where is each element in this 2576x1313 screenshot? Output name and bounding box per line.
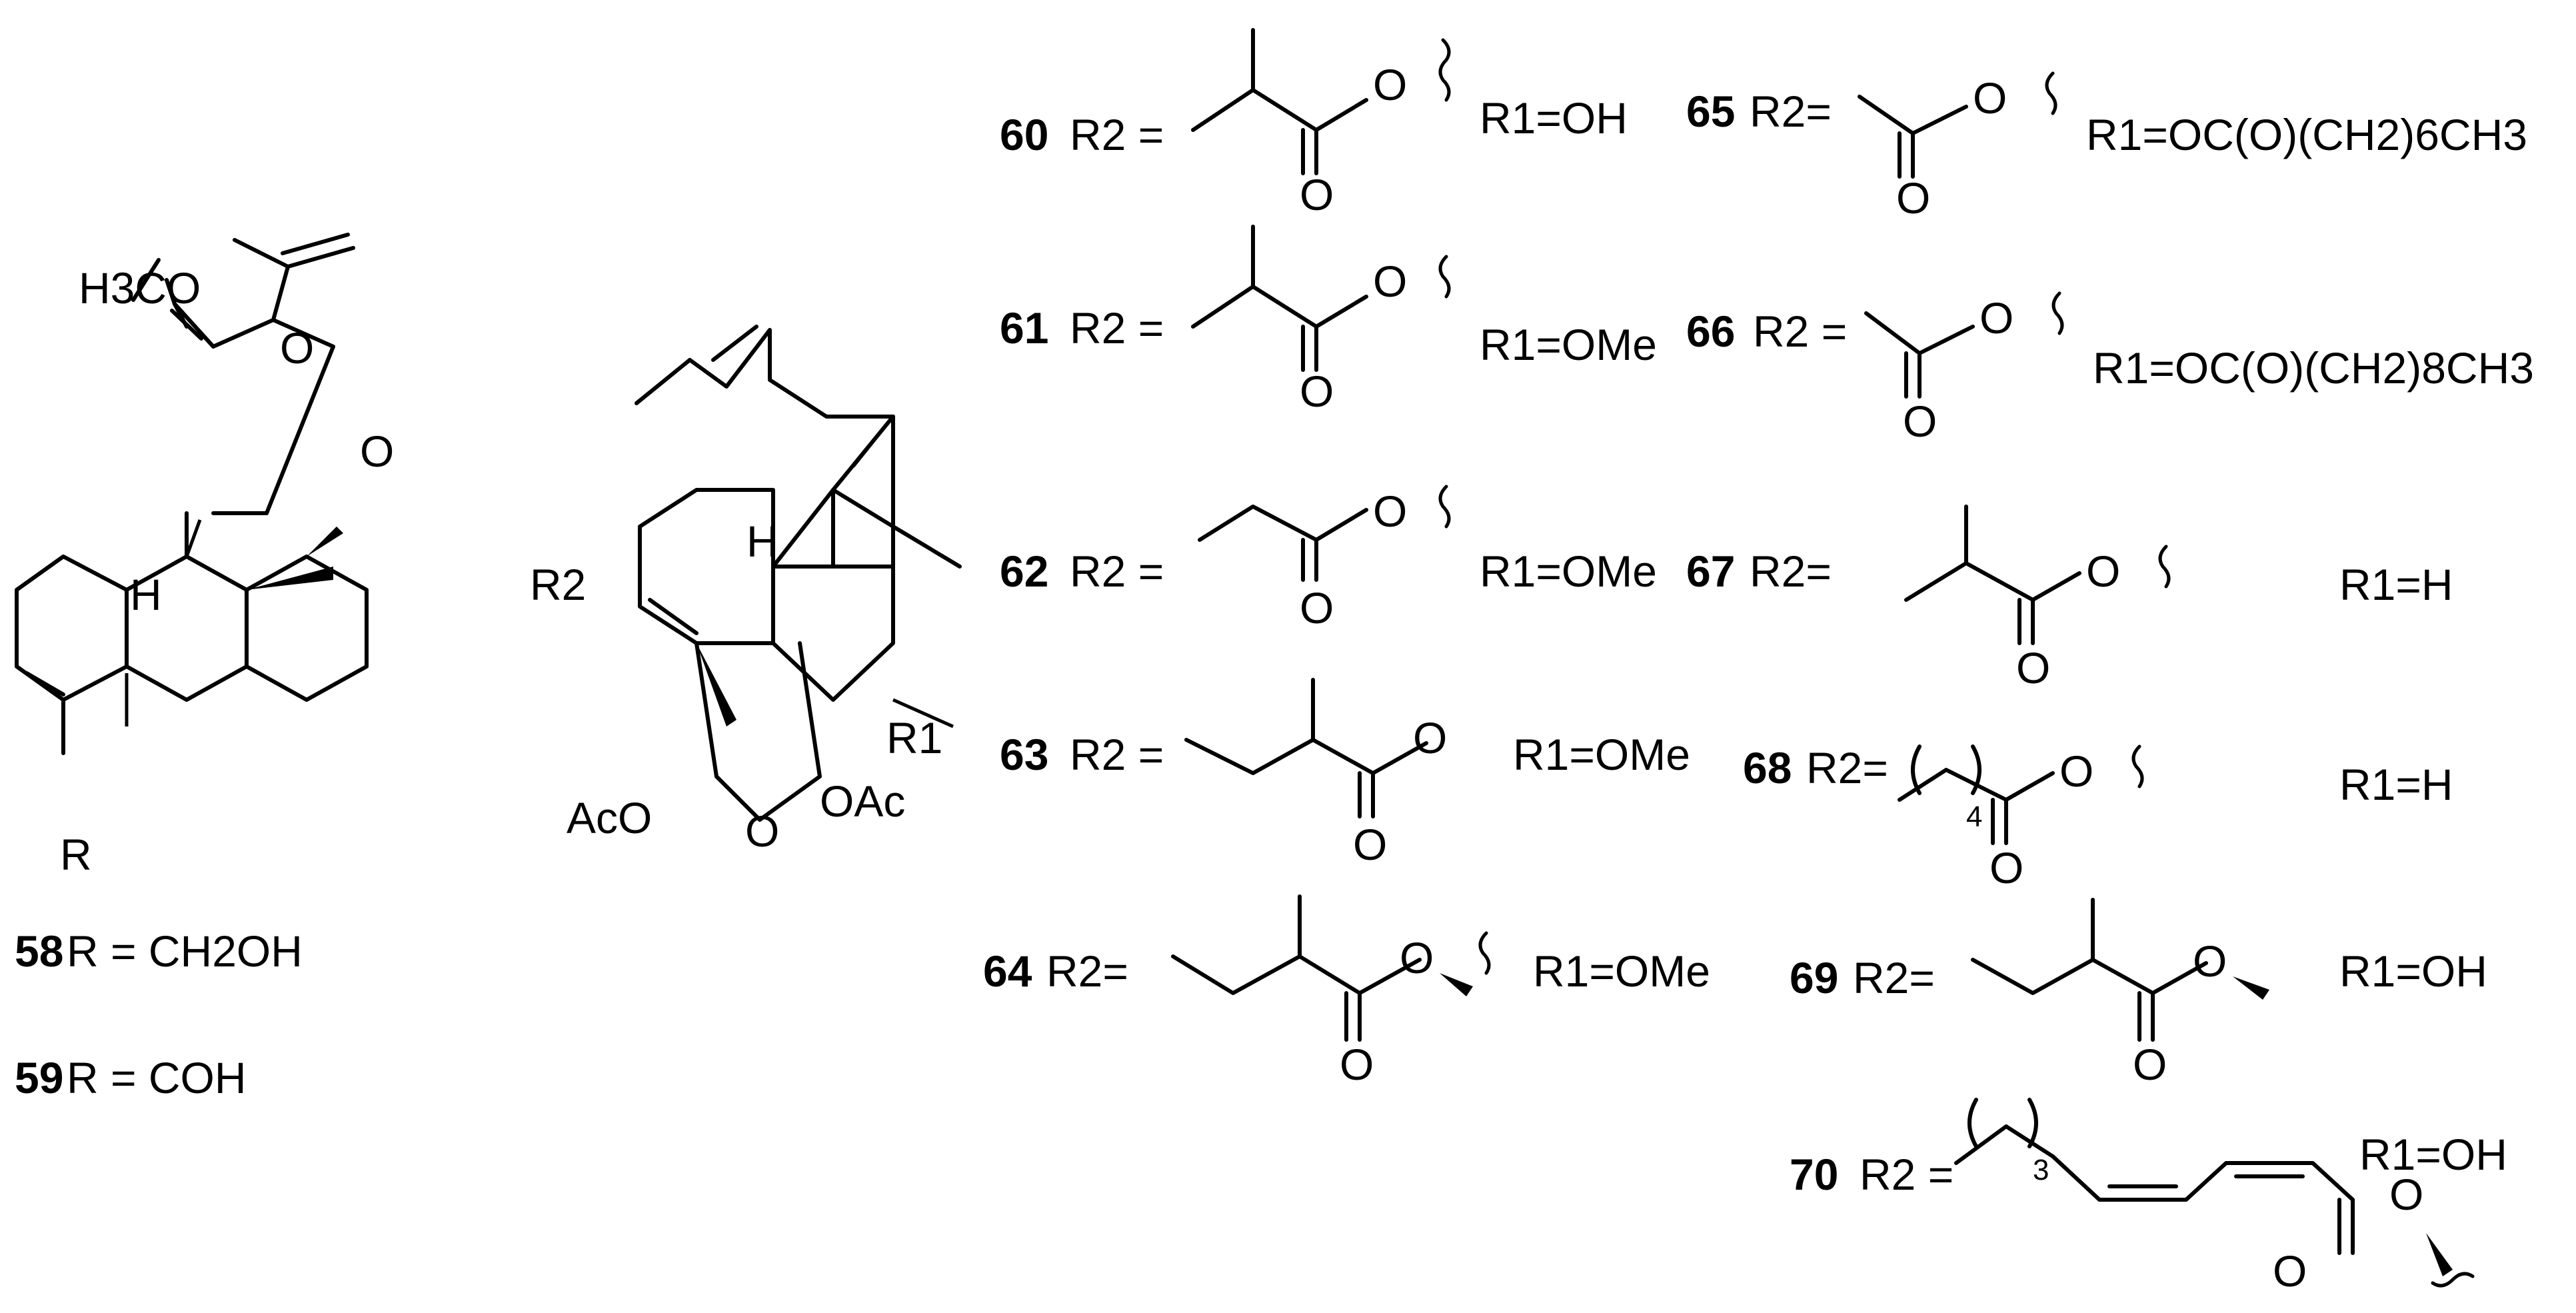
oxygen-label: O <box>1903 397 1937 446</box>
compound-60: 60 R2 = O O R1=OH <box>1000 28 1628 219</box>
r1-value: R1=OMe <box>1480 547 1657 596</box>
methoxy-label: H3CO <box>79 263 201 313</box>
r2-prefix: R2 = <box>1070 303 1164 353</box>
r2-prefix: R2= <box>1750 87 1832 136</box>
compound-number: 62 <box>1000 547 1048 596</box>
compound-68: 68 R2= 4 O O R1=H <box>1743 743 2453 892</box>
oxygen-label: O <box>1373 60 1407 109</box>
oxygen-label: O <box>1896 173 1930 223</box>
compound-number: 65 <box>1686 87 1735 136</box>
compound-number: 60 <box>1000 110 1048 159</box>
oxygen-label: O <box>2059 746 2093 796</box>
oxygen-label: O <box>1413 713 1447 762</box>
compound-64: 64 R2= O O R1=OMe <box>983 894 1710 1089</box>
oxygen-label: O <box>1340 1040 1374 1089</box>
compound-number: 61 <box>1000 303 1048 353</box>
r1-value: R1=OMe <box>1480 320 1657 369</box>
compound-number: 64 <box>983 946 1032 996</box>
r1-value: R1=OC(O)(CH2)8CH3 <box>2093 343 2534 393</box>
compound-70: 70 R2 = 3 O O R1=OH <box>1790 1098 2507 1296</box>
oxygen-label: O <box>2193 936 2227 986</box>
compound-63: 63 R2 = O O R1=OMe <box>1000 678 1690 869</box>
r1-value: R1=OH <box>2339 946 2487 996</box>
r1-value: R1=H <box>2339 560 2453 609</box>
lactone-ring-oxygen: O <box>280 323 314 373</box>
r1-value: R1=OH <box>2359 1130 2507 1179</box>
oxygen-label: O <box>1400 933 1434 982</box>
oxygen-label: O <box>2016 643 2050 692</box>
compound-substituent: R = COH <box>67 1053 247 1102</box>
compound-61: 61 R2 = O O R1=OMe <box>1000 225 1657 416</box>
r2-prefix: R2 = <box>1860 1150 1953 1199</box>
repeat-count: 4 <box>1966 800 1982 833</box>
ring-oxygen: O <box>745 806 779 856</box>
compound-67: 67 R2= O O R1=H <box>1686 505 2453 692</box>
r2-prefix: R2= <box>1853 953 1935 1002</box>
r1-value: R1=OMe <box>1513 730 1690 779</box>
compound-number: 68 <box>1743 743 1792 792</box>
structure-58-59: H3CO O O H R <box>15 233 394 879</box>
r2-prefix: R2 = <box>1753 307 1847 356</box>
compound-58-label: 58 R = CH2OH <box>15 926 303 976</box>
oxygen-label: O <box>1973 73 2007 123</box>
oxygen-label: O <box>1989 843 2023 892</box>
compound-number: 63 <box>1000 730 1048 779</box>
r1-label: R1 <box>886 713 942 762</box>
compound-69: 69 R2= O O R1=OH <box>1790 898 2487 1089</box>
r2-prefix: R2 = <box>1070 547 1164 596</box>
oxygen-label: O <box>1373 487 1407 536</box>
compound-62: 62 R2 = O O R1=OMe <box>1000 485 1657 633</box>
compound-number: 58 <box>15 926 63 976</box>
r1-value: R1=OC(O)(CH2)6CH3 <box>2086 110 2527 159</box>
oac-right-label: OAc <box>820 776 905 826</box>
oxygen-label: O <box>2133 1040 2167 1089</box>
r2-prefix: R2 = <box>1070 730 1164 779</box>
oxygen-label: O <box>1300 367 1334 416</box>
carbonyl-oxygen: O <box>360 427 394 476</box>
r2-prefix: R2= <box>1750 547 1832 596</box>
r2-prefix: R2= <box>1046 946 1128 996</box>
oxygen-label: O <box>1300 170 1334 219</box>
compound-number: 67 <box>1686 547 1735 596</box>
oxygen-label: O <box>1373 257 1407 306</box>
r2-prefix: R2= <box>1806 743 1888 792</box>
compound-number: 59 <box>15 1053 63 1102</box>
oxygen-label: O <box>1300 583 1334 633</box>
compound-substituent: R = CH2OH <box>67 926 303 976</box>
oxygen-label: O <box>1979 293 2013 343</box>
compound-number: 69 <box>1790 953 1838 1002</box>
compound-number: 66 <box>1686 307 1735 356</box>
compound-65: 65 R2= O O R1=OC(O)(CH2)6CH3 <box>1686 71 2527 223</box>
oxygen-label: O <box>2273 1246 2307 1296</box>
r1-value: R1=H <box>2339 760 2453 809</box>
oac-left-label: AcO <box>567 793 652 842</box>
compound-59-label: 59 R = COH <box>15 1053 247 1102</box>
compound-66: 66 R2 = O O R1=OC(O)(CH2)8CH3 <box>1686 291 2534 446</box>
r1-value: R1=OH <box>1480 93 1628 143</box>
oxygen-label: O <box>1353 820 1387 869</box>
r1-value: R1=OMe <box>1533 946 1710 996</box>
r-label: R <box>60 830 92 879</box>
core-structure: R2 R1 H AcO OAc O <box>530 325 962 856</box>
h-label: H <box>746 517 778 566</box>
repeat-count: 3 <box>2033 1154 2049 1186</box>
oxygen-label: O <box>2389 1170 2423 1219</box>
h-label: H <box>130 570 162 619</box>
compound-number: 70 <box>1790 1150 1838 1199</box>
oxygen-label: O <box>2086 547 2120 596</box>
r2-label: R2 <box>530 560 586 609</box>
r2-prefix: R2 = <box>1070 110 1164 159</box>
